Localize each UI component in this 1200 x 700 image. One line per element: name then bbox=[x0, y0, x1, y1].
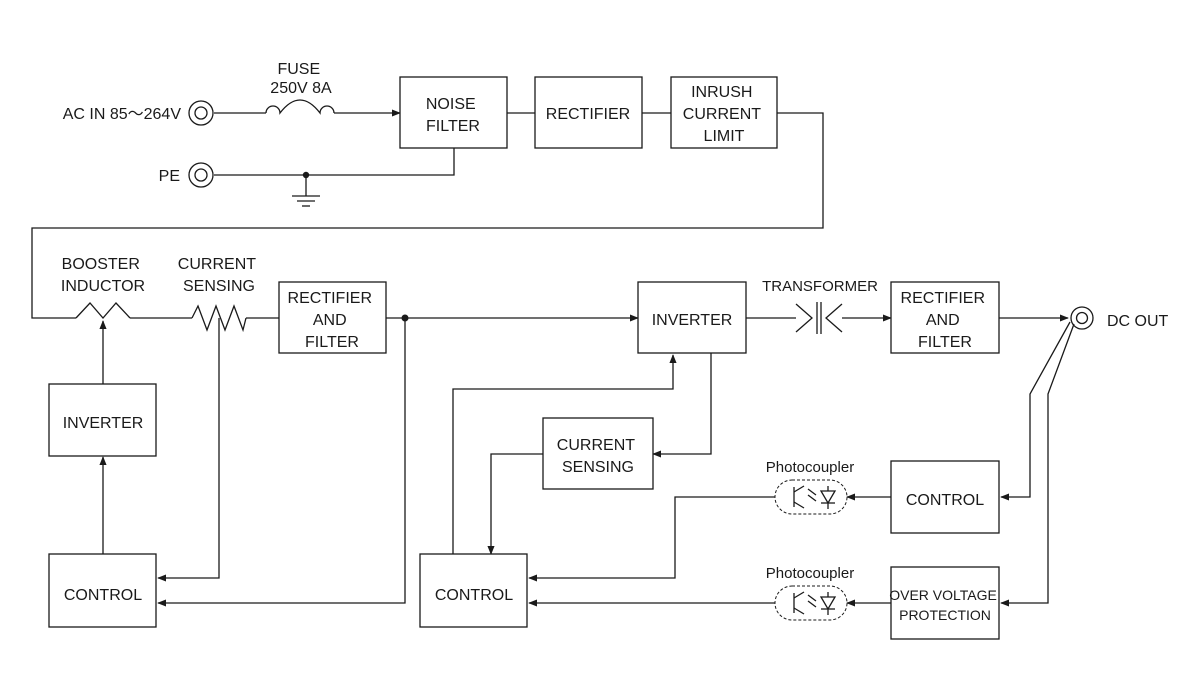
noise-filter-label: NOISE FILTER bbox=[426, 96, 480, 135]
rectifier-filter-mid-box bbox=[278, 281, 387, 354]
ac-in-label: AC IN 85～264V bbox=[63, 106, 182, 123]
transformer-symbol bbox=[795, 302, 843, 334]
booster-inductor-label: BOOSTER INDUCTOR bbox=[61, 256, 145, 295]
rectifier-filter-out-label: RECTIFIER AND FILTER bbox=[901, 290, 990, 351]
rectifier-filter-mid-label: RECTIFIER AND FILTER bbox=[288, 290, 377, 351]
booster-inductor-symbol bbox=[75, 302, 131, 319]
photocoupler-2-label: Photocoupler bbox=[766, 565, 854, 582]
photocoupler-1 bbox=[774, 479, 848, 515]
control-pfc-label: CONTROL bbox=[64, 587, 142, 604]
rectifier-in-box bbox=[534, 76, 643, 149]
ground-icon bbox=[292, 195, 320, 207]
inrush-current-limit-label: INRUSH CURRENT LIMIT bbox=[683, 84, 765, 145]
inrush-current-limit-box bbox=[670, 76, 778, 149]
photocoupler-1-label: Photocoupler bbox=[766, 459, 854, 476]
rectifier-filter-out-box bbox=[890, 281, 1000, 354]
transformer-label: TRANSFORMER bbox=[762, 278, 878, 295]
ac-in-terminal bbox=[188, 100, 214, 126]
control-pfc-box bbox=[48, 553, 157, 628]
over-voltage-protection-label: OVER VOLTAGE PROTECTION bbox=[889, 587, 1001, 623]
rectifier-in-label: RECTIFIER bbox=[546, 106, 630, 123]
inverter-pfc-box bbox=[48, 383, 157, 457]
pe-junction-dot bbox=[302, 171, 310, 179]
bus-junction-dot bbox=[401, 314, 409, 322]
wires bbox=[31, 109, 1075, 607]
inverter-main-box bbox=[637, 281, 747, 354]
dc-out-label: DC OUT bbox=[1107, 313, 1169, 330]
noise-filter-box bbox=[399, 76, 508, 149]
current-sensing-top-label: CURRENT SENSING bbox=[178, 256, 260, 295]
photocoupler-2 bbox=[774, 585, 848, 621]
control-right-box bbox=[890, 460, 1000, 534]
pe-terminal bbox=[188, 162, 214, 188]
control-main-box bbox=[419, 553, 528, 628]
current-sensing-resistor-symbol bbox=[191, 304, 247, 333]
over-voltage-protection-box bbox=[890, 566, 1000, 640]
inverter-pfc-label: INVERTER bbox=[63, 415, 144, 432]
fuse-label: FUSE 250V 8A bbox=[270, 61, 332, 97]
control-main-label: CONTROL bbox=[435, 587, 513, 604]
pe-label: PE bbox=[159, 168, 180, 185]
current-sensing-mid-box bbox=[542, 417, 654, 490]
fuse-symbol bbox=[265, 99, 335, 115]
dc-out-terminal bbox=[1070, 306, 1094, 330]
control-right-label: CONTROL bbox=[906, 492, 984, 509]
inverter-main-label: INVERTER bbox=[652, 312, 733, 329]
current-sensing-mid-label: CURRENT SENSING bbox=[557, 437, 639, 476]
